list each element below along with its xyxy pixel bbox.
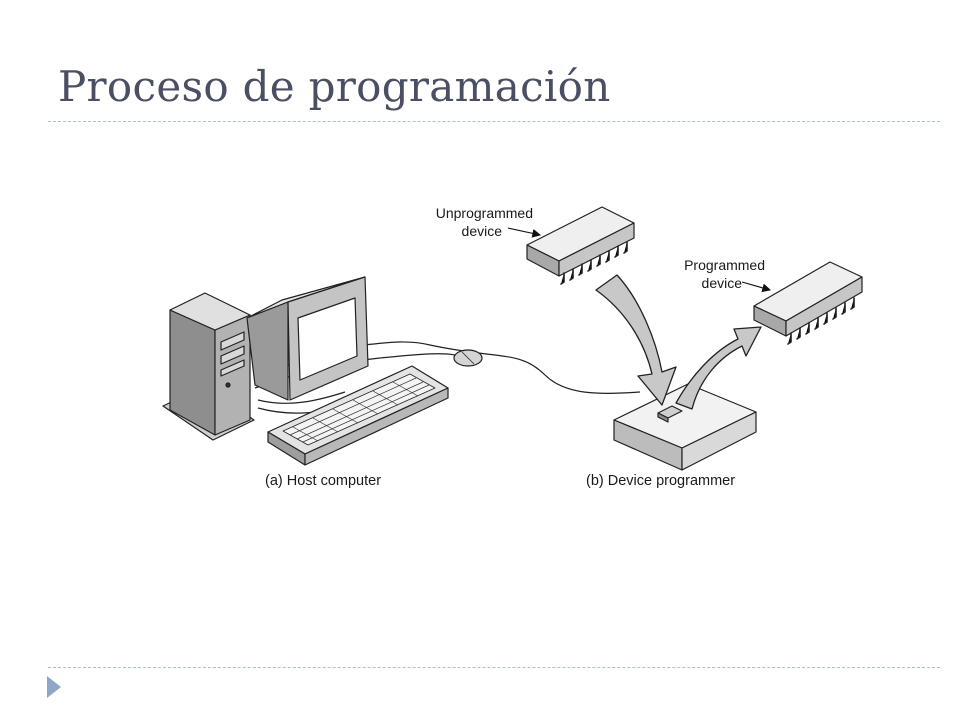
device-programmer-icon <box>613 383 757 471</box>
slide-title: Proceso de programación <box>58 62 611 111</box>
footer-divider <box>48 667 940 668</box>
programmed-label-line1: Programmed <box>684 257 765 273</box>
programmed-pointer-arrow <box>741 281 772 293</box>
extract-arrow-icon <box>675 326 762 410</box>
unprogrammed-label-line1: Unprogrammed <box>436 205 533 221</box>
device-programmer-caption: (b) Device programmer <box>586 473 735 489</box>
triangle-bullet-icon <box>47 676 61 698</box>
title-divider <box>48 121 940 122</box>
unprogrammed-label-line2: device <box>462 223 503 239</box>
unprogrammed-chip-icon <box>526 206 635 285</box>
programmed-label-line2: device <box>702 275 743 291</box>
programmed-chip-icon <box>753 261 863 345</box>
insert-arrow-icon <box>595 274 677 406</box>
host-computer-caption: (a) Host computer <box>265 473 381 489</box>
mouse-icon <box>453 349 483 367</box>
unprogrammed-pointer-arrow <box>507 227 542 238</box>
monitor-icon <box>246 276 369 401</box>
computer-tower-icon <box>162 292 255 441</box>
keyboard-icon <box>267 365 449 466</box>
